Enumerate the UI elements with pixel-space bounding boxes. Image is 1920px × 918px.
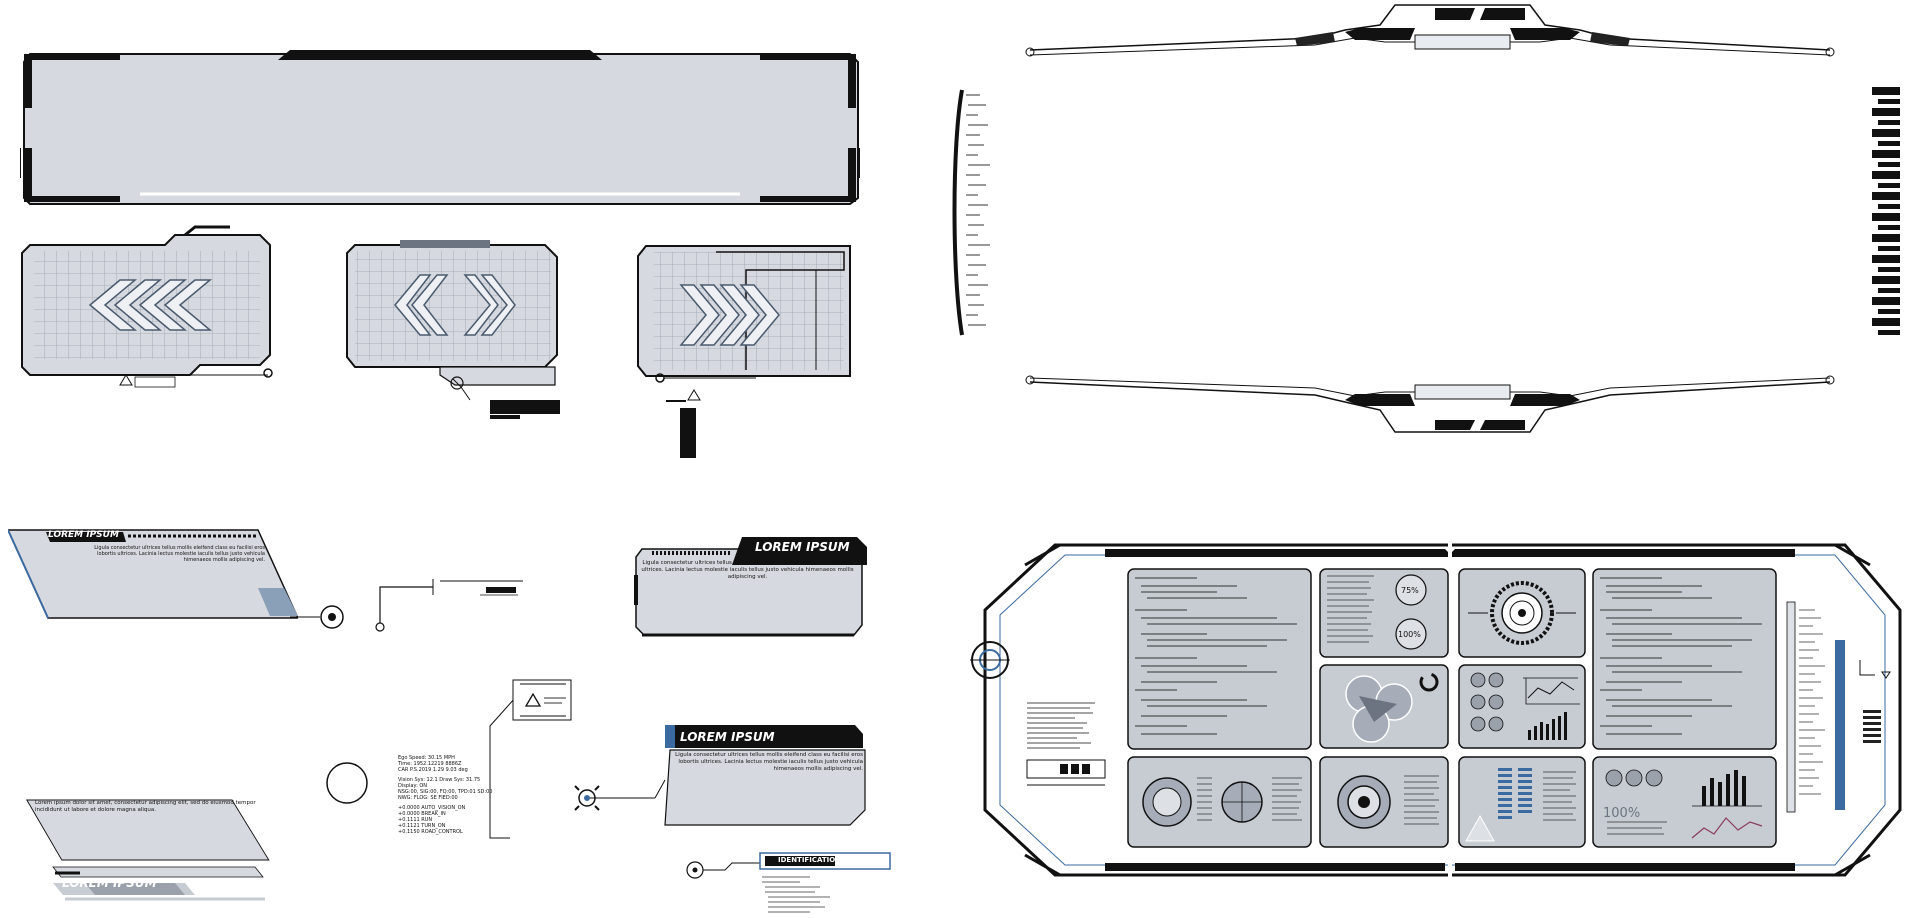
readout-line: NWG: FLOG: SE FIED:00	[398, 795, 458, 801]
warning-icon	[119, 374, 133, 386]
chevron-left-icon	[394, 274, 449, 336]
code-panel-left	[1127, 568, 1312, 750]
heading-identification: IDENTIFICATION	[778, 856, 842, 864]
grid-panel-right	[637, 245, 851, 458]
paragraph-2: Ligula consectetur ultrices tellus molli…	[641, 560, 854, 580]
target-icon	[320, 605, 344, 629]
readout-line: NSG:00, SIG:00, FQ:00, TPD:01 SD:00	[398, 789, 493, 795]
venn-panel	[1319, 664, 1449, 749]
connector-callout	[375, 579, 523, 632]
hud-right-scale	[1872, 87, 1900, 335]
bottom-stats-panel	[1592, 756, 1777, 848]
lorem-panel-2	[634, 537, 867, 637]
heading-lorem-ipsum-2: LOREM IPSUM	[755, 540, 850, 554]
grid-panel-center	[346, 240, 560, 419]
hud-left-scale	[952, 89, 990, 336]
paragraph-3: Ligula consectetur ultrices tellus molli…	[675, 752, 863, 772]
telemetry-readout: Ego Speed: 30.15 MPH Time: 1952.12219 88…	[398, 755, 498, 835]
warning-callout	[489, 679, 572, 839]
circle-frame	[326, 762, 368, 804]
identification-callout	[686, 852, 891, 913]
bottom-dial-panel	[1319, 756, 1449, 848]
icons-chart-panel	[1458, 664, 1586, 749]
readout-line: Vision Sys: 12.1 Draw Sys: 31.75 Display…	[398, 777, 481, 789]
radar-panel	[1458, 568, 1586, 658]
dashboard-side-ticks	[1786, 601, 1891, 813]
target-connector	[290, 605, 344, 629]
readout-line: +0.0000 BREAK_IN	[398, 811, 446, 817]
percent-label-3: 100%	[1603, 806, 1641, 821]
readout-line: Time: 1952.12219 8886Z	[398, 761, 462, 767]
hud-top-bar	[1025, 4, 1835, 57]
lorem-panel-3	[574, 725, 866, 826]
bottom-bars-panel	[1458, 756, 1586, 848]
paragraph-4: Lorem ipsum dolor sit amet, consectetur …	[35, 800, 256, 813]
chevron-left-icon	[88, 279, 213, 331]
heading-lorem-ipsum-4: LOREM IPSUM	[62, 876, 157, 890]
warning-icon	[524, 692, 542, 707]
paragraph-1: Ligula consectetur ultrices tellus molli…	[94, 545, 265, 563]
large-frame	[20, 50, 860, 205]
readout-line: +0.0000 AUTO_VISION_ON	[398, 805, 466, 811]
chevron-right-icon	[463, 274, 516, 336]
percent-label-1: 75%	[1401, 586, 1419, 595]
heading-lorem-ipsum-1: LOREM IPSUM	[48, 530, 119, 540]
hud-bottom-bar	[1025, 375, 1835, 433]
readout-line: +0.1150 ROAD_CONTROL	[398, 829, 463, 835]
code-panel-right	[1592, 568, 1777, 750]
dashboard-frame	[970, 540, 1902, 880]
slanted-panel-4	[26, 799, 270, 901]
grid-panel-left	[21, 225, 273, 388]
readout-line: +0.1111 RUN	[398, 817, 433, 823]
slanted-panel-1	[8, 529, 298, 619]
readout-line: +0.1121 TURN_ON	[398, 823, 446, 829]
readout-line: CAR P.S.2019 1.29 9.03 deg	[398, 767, 468, 773]
readout-line: Ego Speed: 30.15 MPH	[398, 755, 455, 761]
bottom-gauge-panel	[1127, 756, 1312, 848]
chevron-right-icon	[679, 284, 780, 346]
warning-icon	[687, 389, 701, 401]
heading-lorem-ipsum-3: LOREM IPSUM	[680, 730, 775, 744]
crosshair-icon	[574, 785, 600, 811]
percent-panel	[1319, 568, 1449, 658]
percent-label-2: 100%	[1398, 630, 1421, 639]
